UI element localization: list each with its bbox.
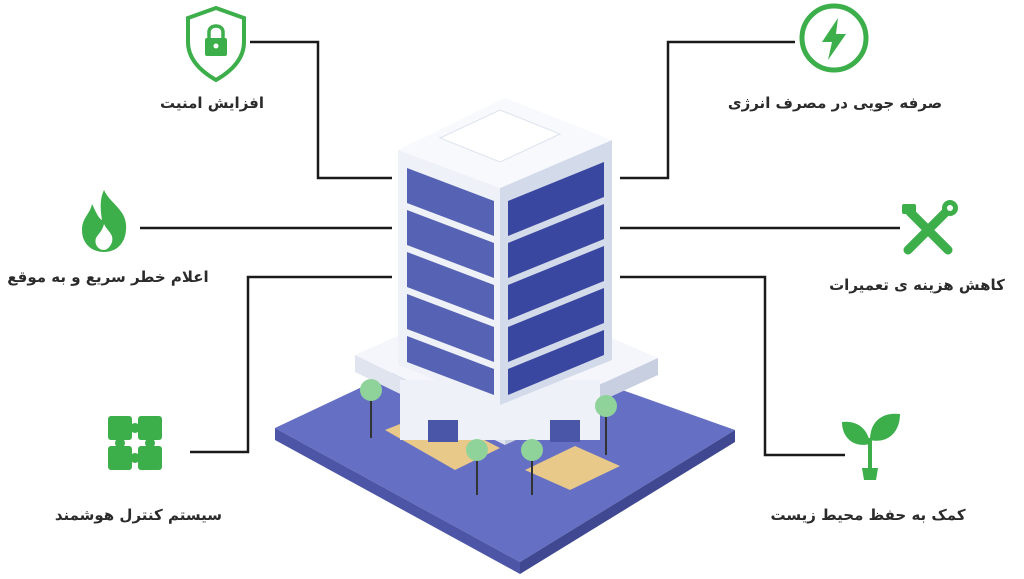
label-environment: کمک به حفظ محیط زیست (770, 506, 966, 524)
window-left-3 (407, 252, 494, 320)
label-energy: صرفه جویی در مصرف انرژی (727, 94, 943, 112)
left-windows (407, 168, 494, 395)
roof-block (438, 109, 562, 163)
trees (360, 379, 617, 495)
label-control: سیستم کنترل هوشمند (54, 506, 222, 524)
tree-4 (595, 395, 617, 417)
label-fire: اعلام خطر سریع و به موقع (7, 268, 209, 286)
window-left-1 (407, 168, 494, 236)
plant-icon (842, 413, 900, 480)
shield-lock-icon (186, 5, 246, 83)
window-left-5 (407, 336, 494, 395)
lightning-icon (799, 3, 869, 73)
building-illustration (275, 98, 735, 574)
ground-plate-edge-right (520, 430, 735, 574)
connector-energy (620, 40, 795, 180)
connector-security (250, 40, 392, 180)
label-repair: کاهش هزینه ی تعمیرات (829, 276, 1005, 294)
window-left-2 (407, 210, 494, 278)
ground-plate (275, 336, 735, 562)
window-right-1 (508, 162, 604, 236)
window-right-5 (508, 330, 604, 395)
connector-lines (140, 40, 900, 457)
right-windows (508, 162, 604, 395)
lobby-door-right (550, 420, 580, 442)
ground-plate-edge-left (275, 428, 520, 574)
window-left-4 (407, 294, 494, 362)
tree-2 (466, 439, 488, 461)
tools-icon (902, 200, 958, 255)
fire-icon (82, 190, 127, 252)
connector-environment (620, 275, 845, 457)
window-right-2 (508, 204, 604, 278)
tree-1 (360, 379, 382, 401)
lobby-door-left (428, 420, 458, 442)
label-security: افزایش امنیت (159, 94, 264, 112)
window-right-3 (508, 246, 604, 320)
connector-control (190, 275, 392, 454)
walkway-right (525, 446, 620, 490)
tree-3 (521, 439, 543, 461)
window-right-4 (508, 288, 604, 362)
puzzle-icon (108, 416, 162, 470)
